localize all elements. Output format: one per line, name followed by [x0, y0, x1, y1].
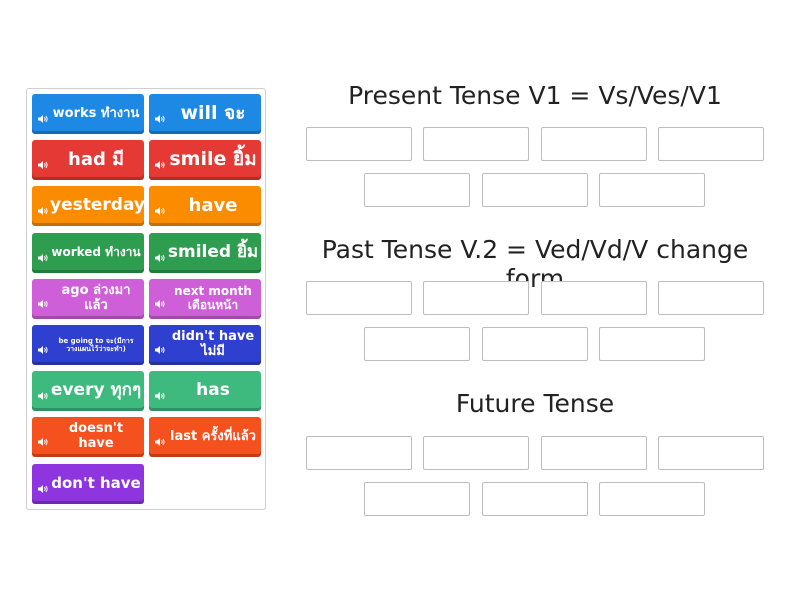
speaker-icon[interactable]	[38, 386, 48, 400]
drop-slot-future[interactable]	[599, 482, 705, 516]
group-future-title: Future Tense	[455, 389, 615, 418]
word-tile[interactable]: works ทำงาน	[32, 94, 144, 134]
word-tile[interactable]: be going to จะ(มีการวางแผนไว้ว่าจะทำ)	[32, 325, 144, 365]
word-tile-label: didn't have ไม่มี	[171, 329, 255, 359]
drop-slot-past[interactable]	[423, 281, 529, 315]
drop-slot-present[interactable]	[541, 127, 647, 161]
word-tile-label: ago ล่วงมาแล้ว	[61, 283, 131, 313]
speaker-icon[interactable]	[38, 201, 48, 215]
drop-slot-future[interactable]	[541, 436, 647, 470]
word-tile[interactable]: had มี	[32, 140, 144, 180]
word-tile[interactable]: don't have	[32, 464, 144, 504]
speaker-icon[interactable]	[155, 432, 165, 446]
speaker-icon[interactable]	[155, 386, 165, 400]
word-tile-label: works ทำงาน	[52, 105, 140, 121]
drop-slot-past[interactable]	[482, 327, 588, 361]
word-tile[interactable]: worked ทำงาน	[32, 233, 144, 273]
word-tile-label: has	[196, 380, 230, 401]
word-tile-label: had มี	[68, 148, 124, 170]
drop-slot-future[interactable]	[658, 436, 764, 470]
word-tile[interactable]: smile ยิ้ม	[149, 140, 261, 180]
drop-slot-present[interactable]	[658, 127, 764, 161]
drop-slot-future[interactable]	[306, 436, 412, 470]
word-tile-label: will จะ	[180, 102, 246, 125]
speaker-icon[interactable]	[155, 155, 165, 169]
word-tile-label: don't have	[51, 474, 141, 493]
speaker-icon[interactable]	[38, 340, 48, 354]
word-tile[interactable]: ago ล่วงมาแล้ว	[32, 279, 144, 319]
speaker-icon[interactable]	[155, 340, 165, 354]
word-tile[interactable]: will จะ	[149, 94, 261, 134]
word-tile-label: worked ทำงาน	[51, 245, 141, 260]
speaker-icon[interactable]	[155, 294, 165, 308]
word-tile-label: next month เดือนหน้า	[174, 284, 252, 312]
speaker-icon[interactable]	[38, 155, 48, 169]
group-present-title: Present Tense V1 = Vs/Ves/V1	[348, 81, 722, 110]
drop-slot-future[interactable]	[423, 436, 529, 470]
word-tile[interactable]: doesn't have	[32, 417, 144, 457]
drop-slot-past[interactable]	[658, 281, 764, 315]
speaker-icon[interactable]	[155, 109, 165, 123]
speaker-icon[interactable]	[38, 479, 48, 493]
drop-slot-present[interactable]	[482, 173, 588, 207]
word-tile-label: every ทุกๆ	[50, 380, 142, 401]
drop-slot-present[interactable]	[306, 127, 412, 161]
word-tile-label: doesn't have	[68, 421, 124, 451]
drop-slot-past[interactable]	[364, 327, 470, 361]
drop-slot-present[interactable]	[599, 173, 705, 207]
speaker-icon[interactable]	[155, 248, 165, 262]
word-tile-label: smile ยิ้ม	[169, 148, 257, 171]
speaker-icon[interactable]	[38, 294, 48, 308]
word-tile[interactable]: has	[149, 371, 261, 411]
word-tile[interactable]: have	[149, 186, 261, 226]
drop-slot-past[interactable]	[541, 281, 647, 315]
speaker-icon[interactable]	[38, 109, 48, 123]
drop-slot-past[interactable]	[306, 281, 412, 315]
speaker-icon[interactable]	[155, 201, 165, 215]
word-tile[interactable]: didn't have ไม่มี	[149, 325, 261, 365]
speaker-icon[interactable]	[38, 248, 48, 262]
drop-slot-future[interactable]	[482, 482, 588, 516]
word-tile-label: smiled ยิ้ม	[167, 242, 259, 263]
word-tile-label: yesterday	[50, 195, 145, 216]
word-tile[interactable]: every ทุกๆ	[32, 371, 144, 411]
drop-slot-future[interactable]	[364, 482, 470, 516]
word-tile-label: last ครั้งที่แล้ว	[170, 428, 256, 444]
speaker-icon[interactable]	[38, 432, 48, 446]
drop-slot-present[interactable]	[364, 173, 470, 207]
word-tile[interactable]: next month เดือนหน้า	[149, 279, 261, 319]
drop-slot-present[interactable]	[423, 127, 529, 161]
drop-slot-past[interactable]	[599, 327, 705, 361]
word-tile[interactable]: smiled ยิ้ม	[149, 233, 261, 273]
word-tile-label: have	[188, 194, 238, 216]
word-tile-label: be going to จะ(มีการวางแผนไว้ว่าจะทำ)	[58, 336, 134, 353]
word-tile[interactable]: yesterday	[32, 186, 145, 226]
word-tile[interactable]: last ครั้งที่แล้ว	[149, 417, 261, 457]
